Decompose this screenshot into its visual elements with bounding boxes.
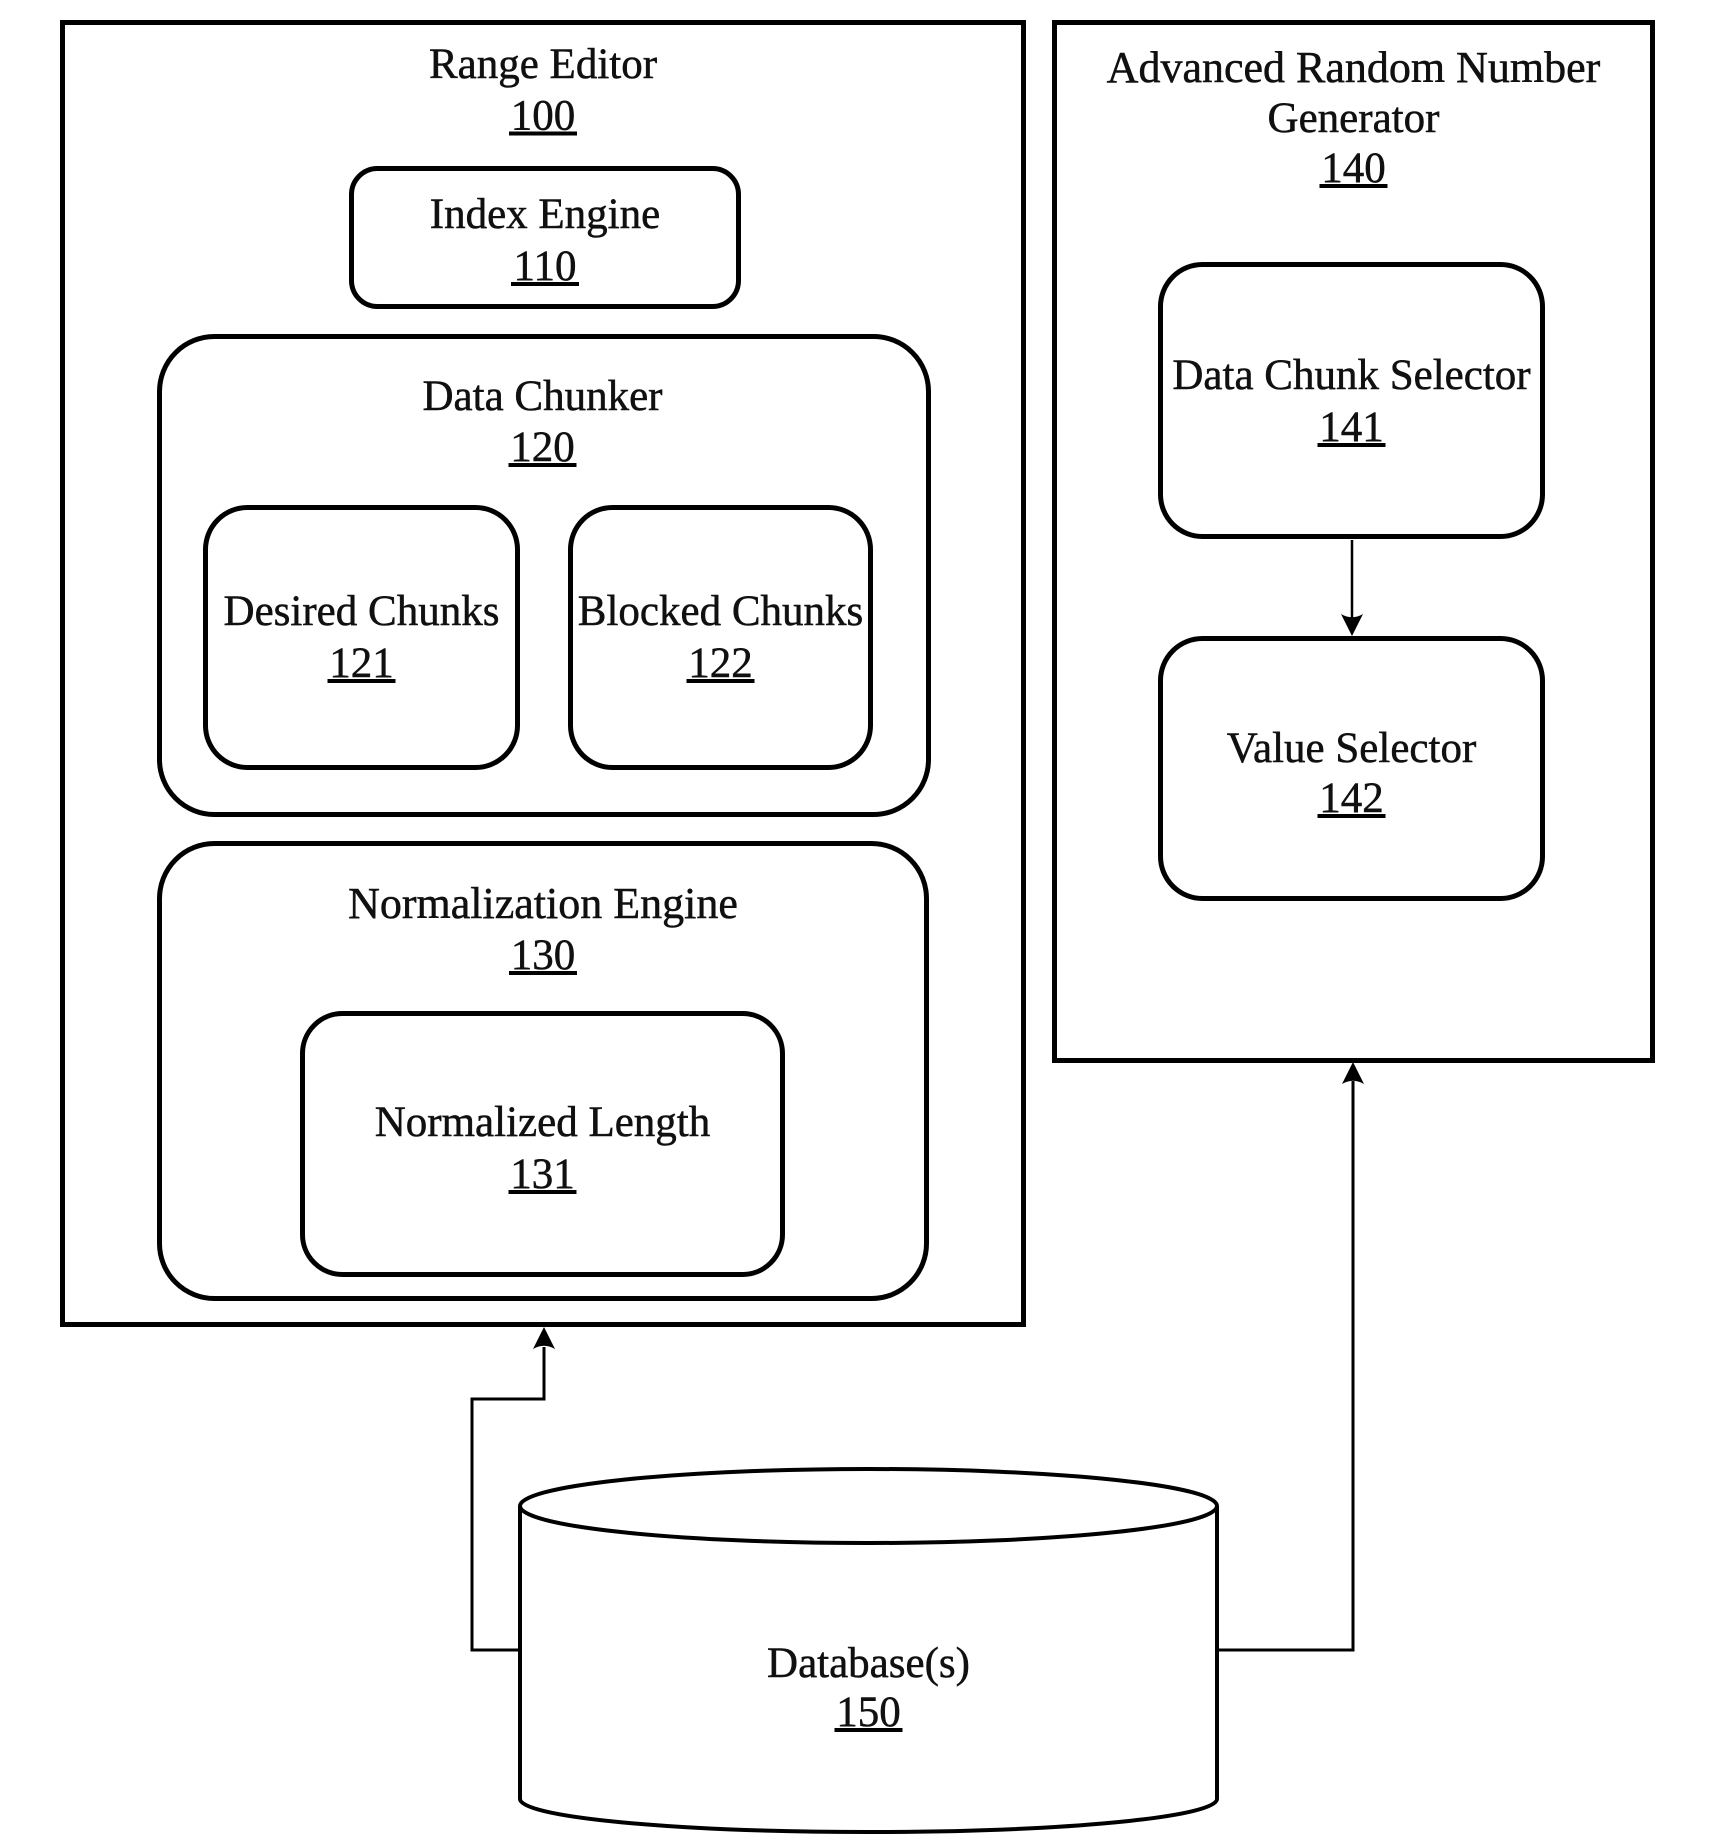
svg-text:Database(s): Database(s) bbox=[767, 1640, 970, 1687]
svg-text:Generator: Generator bbox=[1268, 95, 1440, 142]
svg-text:Advanced Random Number: Advanced Random Number bbox=[1107, 43, 1601, 92]
svg-text:Data Chunk Selector: Data Chunk Selector bbox=[1172, 352, 1530, 399]
svg-text:Desired Chunks: Desired Chunks bbox=[224, 588, 500, 635]
svg-text:Normalized Length: Normalized Length bbox=[375, 1099, 711, 1146]
svg-text:Range Editor: Range Editor bbox=[429, 41, 657, 88]
svg-text:Blocked Chunks: Blocked Chunks bbox=[578, 588, 863, 635]
svg-text:Value Selector: Value Selector bbox=[1227, 725, 1477, 772]
svg-text:Data Chunker: Data Chunker bbox=[422, 373, 662, 420]
svg-text:Normalization Engine: Normalization Engine bbox=[348, 879, 738, 928]
svg-text:Index Engine: Index Engine bbox=[430, 191, 660, 238]
